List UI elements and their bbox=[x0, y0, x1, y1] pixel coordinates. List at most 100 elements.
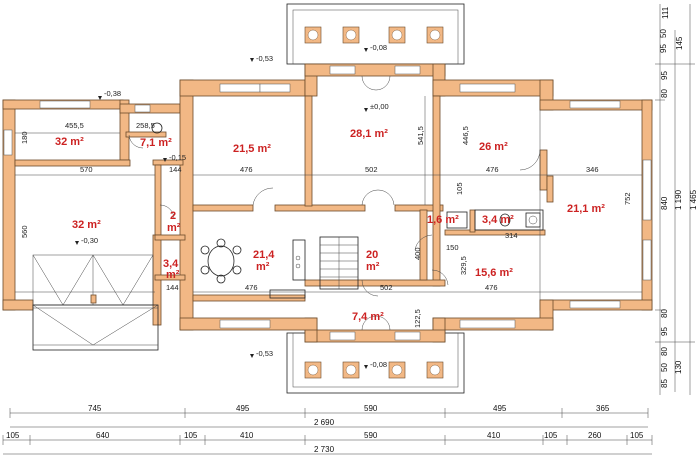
level-bottom-porch: -0,53 bbox=[256, 349, 273, 358]
level-top-porch: -0,53 bbox=[256, 54, 273, 63]
bottom-dim-2-5: 410 bbox=[487, 431, 501, 440]
right-dim-111: 111 bbox=[661, 6, 670, 19]
area-stair: 20 bbox=[366, 249, 378, 261]
dim-476a: 476 bbox=[240, 165, 253, 174]
area-dining: 21,4 bbox=[253, 249, 275, 261]
right-dim-80c: 80 bbox=[660, 347, 669, 356]
doors bbox=[128, 75, 541, 331]
level-top-step: -0,08 bbox=[370, 43, 387, 52]
area-garage: 32 m² bbox=[72, 219, 101, 231]
room-area-labels: 32 m² 32 m² 7,1 m² 21,5 m² 28,1 m² 26 m²… bbox=[55, 128, 605, 323]
dim-560: 560 bbox=[20, 225, 29, 238]
dim-476b: 476 bbox=[486, 165, 499, 174]
porch-columns-top bbox=[304, 26, 444, 44]
area-pantry: 3,4 bbox=[163, 258, 179, 270]
bottom-dim-2-6: 105 bbox=[544, 431, 558, 440]
bottom-dim-1-2: 590 bbox=[364, 404, 378, 413]
bottom-dim-1-4: 365 bbox=[596, 404, 610, 413]
dim-400: 400 bbox=[413, 247, 422, 260]
bottom-dim-2-8: 105 bbox=[630, 431, 644, 440]
windows bbox=[3, 65, 652, 341]
right-dim-total: 1 465 bbox=[689, 189, 698, 210]
level-floor: ±0,00 bbox=[370, 102, 389, 111]
exterior-walls bbox=[2, 63, 653, 343]
kitchen-counter bbox=[269, 239, 306, 299]
area-living: 21,5 m² bbox=[233, 143, 271, 155]
dim-541: 541,5 bbox=[416, 126, 425, 145]
dim-144a: 144 bbox=[169, 165, 182, 174]
right-dim-145: 145 bbox=[675, 36, 684, 50]
area-bath-b: 3,4 m² bbox=[482, 214, 514, 226]
right-dim-50a: 50 bbox=[659, 29, 668, 38]
interior-dimension-labels: 455,5 258,5 180 570 144 560 476 502 541,… bbox=[20, 121, 632, 328]
right-dim-80b: 80 bbox=[660, 309, 669, 318]
area-left-top: 32 m² bbox=[55, 136, 84, 148]
level-markers bbox=[75, 48, 368, 369]
area-bedroom-tr: 26 m² bbox=[479, 141, 508, 153]
top-porch bbox=[286, 3, 465, 65]
dim-570: 570 bbox=[80, 165, 93, 174]
bottom-porch bbox=[286, 332, 465, 394]
dim-150: 150 bbox=[446, 243, 459, 252]
level-bottom-step: -0,08 bbox=[370, 360, 387, 369]
level-garage-small: -0,15 bbox=[169, 153, 186, 162]
level-labels: -0,53 -0,08 ±0,00 -0,38 -0,15 -0,30 -0,5… bbox=[81, 43, 389, 369]
garage-doors bbox=[32, 254, 159, 351]
right-dim-95a: 95 bbox=[659, 44, 668, 53]
dim-476d: 476 bbox=[245, 283, 258, 292]
bottom-dim-1-1: 495 bbox=[236, 404, 250, 413]
bottom-dim-2-1: 640 bbox=[96, 431, 110, 440]
area-stair-unit: m² bbox=[366, 261, 380, 273]
right-dim-85: 85 bbox=[660, 379, 669, 388]
right-dim-130: 130 bbox=[674, 360, 683, 374]
stair bbox=[319, 236, 359, 290]
dim-144b: 144 bbox=[166, 283, 179, 292]
dim-446: 446,5 bbox=[461, 126, 470, 145]
bottom-dimension-chain-1: 745 495 590 495 365 2 690 bbox=[9, 404, 649, 428]
bottom-total-1: 2 690 bbox=[314, 418, 335, 427]
bottom-dim-2-2: 105 bbox=[184, 431, 198, 440]
dim-105: 105 bbox=[455, 182, 464, 195]
right-dim-1190: 1 190 bbox=[674, 189, 683, 210]
interior-walls bbox=[14, 95, 554, 302]
dim-455: 455,5 bbox=[65, 121, 84, 130]
area-vestibule: 7,4 m² bbox=[352, 311, 384, 323]
bottom-dim-1-3: 495 bbox=[493, 404, 507, 413]
area-bedroom-br: 15,6 m² bbox=[475, 267, 513, 279]
porch-columns-bottom bbox=[304, 361, 444, 379]
right-dim-95b: 95 bbox=[660, 71, 669, 80]
dim-476e: 476 bbox=[485, 283, 498, 292]
area-pantry-unit: m² bbox=[166, 269, 180, 281]
area-wc-small-unit: m² bbox=[167, 222, 181, 234]
area-wc-small: 2 bbox=[170, 210, 176, 222]
dining-table bbox=[200, 238, 242, 284]
dim-346: 346 bbox=[586, 165, 599, 174]
bottom-dim-2-4: 590 bbox=[364, 431, 378, 440]
dim-122: 122,5 bbox=[413, 309, 422, 328]
bottom-dim-1-0: 745 bbox=[88, 404, 102, 413]
bottom-dim-2-7: 260 bbox=[588, 431, 602, 440]
area-dining-unit: m² bbox=[256, 261, 270, 273]
bottom-total-2: 2 730 bbox=[314, 445, 335, 454]
dim-180: 180 bbox=[20, 131, 29, 144]
right-dimension-chains: 111 50 95 145 80 95 840 80 95 80 50 85 1… bbox=[655, 4, 698, 395]
level-garage-corner: -0,38 bbox=[104, 89, 121, 98]
right-dim-80a: 80 bbox=[660, 89, 669, 98]
right-dim-840: 840 bbox=[660, 196, 669, 210]
dim-752: 752 bbox=[623, 192, 632, 205]
dim-502a: 502 bbox=[365, 165, 378, 174]
dim-258: 258,5 bbox=[136, 121, 155, 130]
right-dim-50b: 50 bbox=[660, 363, 669, 372]
area-right-wing: 21,1 m² bbox=[567, 203, 605, 215]
right-dim-95c: 95 bbox=[660, 327, 669, 336]
bottom-dimension-chain-2: 105 640 105 410 590 410 105 260 105 2 73… bbox=[2, 431, 653, 455]
area-bath-a: 1,6 m² bbox=[427, 214, 459, 226]
area-boiler: 7,1 m² bbox=[140, 137, 172, 149]
dim-314: 314 bbox=[505, 231, 518, 240]
dim-502b: 502 bbox=[380, 283, 393, 292]
bottom-dim-2-0: 105 bbox=[6, 431, 20, 440]
interior-dimension-lines bbox=[15, 96, 642, 300]
area-hall: 28,1 m² bbox=[350, 128, 388, 140]
bottom-dim-2-3: 410 bbox=[240, 431, 254, 440]
